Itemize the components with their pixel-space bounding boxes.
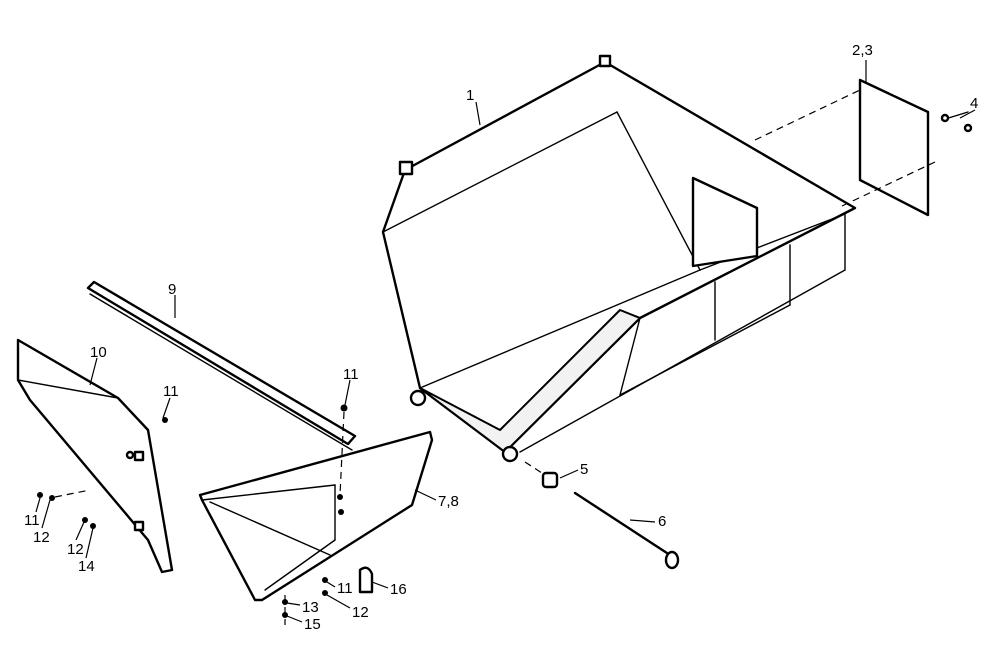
fasteners xyxy=(37,404,348,618)
callout-14: 14 xyxy=(78,558,95,575)
callout-11-top: 11 xyxy=(343,366,359,383)
callout-1: 1 xyxy=(466,87,474,104)
callout-12-mid: 12 xyxy=(67,541,84,558)
leader-lines xyxy=(35,60,976,623)
callout-12-left: 12 xyxy=(33,529,50,546)
callout-12-bottom: 12 xyxy=(352,604,369,621)
front-frame xyxy=(198,430,434,602)
callout-11-left: 11 xyxy=(24,512,40,529)
callout-5: 5 xyxy=(580,461,588,478)
assembly-lines xyxy=(54,89,936,625)
left-side-plate xyxy=(16,338,174,574)
pin-part xyxy=(940,111,973,133)
callout-10: 10 xyxy=(90,344,107,361)
callout-4: 4 xyxy=(970,95,978,112)
callout-16: 16 xyxy=(390,581,407,598)
callout-labels: 1 2,3 4 5 6 7,8 9 10 11 11 11 11 12 12 1… xyxy=(24,42,978,633)
callout-13: 13 xyxy=(302,599,319,616)
callout-7-8: 7,8 xyxy=(438,493,459,510)
callout-15: 15 xyxy=(304,616,321,633)
callout-6: 6 xyxy=(658,513,666,530)
callout-2-3: 2,3 xyxy=(852,42,873,59)
callout-11-bottom: 11 xyxy=(337,580,353,597)
side-panel xyxy=(858,78,930,217)
clip xyxy=(358,566,374,594)
callout-11-plate: 11 xyxy=(163,383,179,400)
cross-bar xyxy=(86,280,357,446)
hopper-body xyxy=(381,54,857,463)
shaft xyxy=(573,491,680,570)
bushing xyxy=(541,471,559,489)
callout-9: 9 xyxy=(168,281,176,298)
